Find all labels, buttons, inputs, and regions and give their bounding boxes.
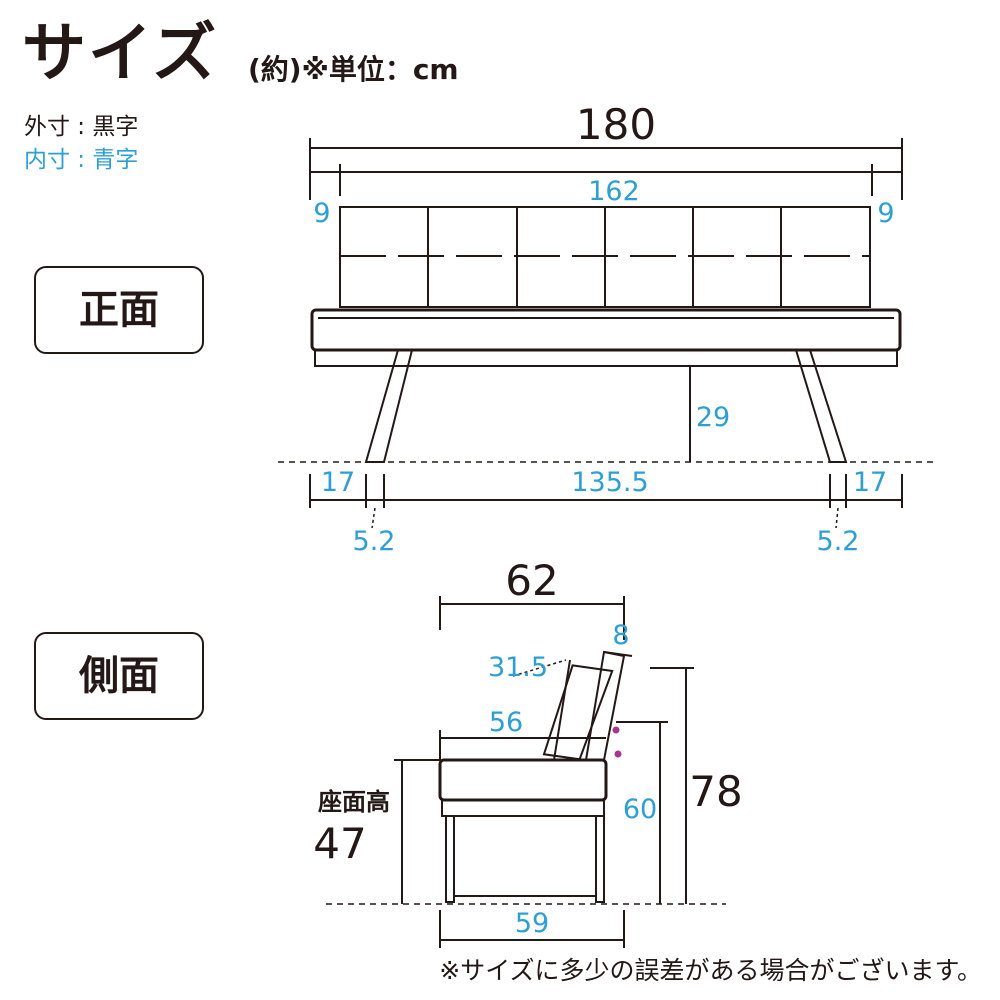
unit-note: (約)※単位：cm — [248, 53, 459, 86]
side-view-drawing — [326, 596, 726, 948]
front-right-leg — [794, 349, 848, 463]
dim-total-width: 180 — [576, 100, 656, 149]
dim-right-leg: 5.2 — [817, 526, 860, 557]
dim-right-side: 9 — [877, 198, 894, 229]
side-view-label: 側面 — [34, 632, 204, 720]
side-front-leg — [445, 815, 455, 903]
front-leg-leader-right — [835, 507, 839, 529]
dim-left-leg: 5.2 — [353, 526, 396, 557]
side-bolt-markers — [612, 726, 622, 758]
dim-inner-width: 162 — [588, 176, 640, 207]
side-seat-frame — [441, 799, 605, 817]
dim-back-thickness: 8 — [612, 620, 629, 651]
side-rear-leg — [595, 815, 605, 903]
front-view-drawing — [278, 138, 938, 529]
dim-left-side: 9 — [313, 198, 330, 229]
front-view-label: 正面 — [34, 266, 204, 354]
bolt-icon — [614, 750, 622, 758]
dim-seat-height: 47 — [313, 819, 366, 868]
front-seat-frame — [314, 349, 898, 367]
bolt-icon — [612, 726, 620, 734]
dim-leg-depth: 59 — [515, 908, 549, 939]
dim-leg-clearance: 29 — [696, 402, 730, 433]
footnote: ※サイズに多少の誤差がある場合がございます。 — [439, 956, 982, 985]
dim-depth: 62 — [505, 556, 558, 605]
legend-outer: 外寸 : 黒字 — [24, 114, 139, 140]
dim-right-offset: 17 — [853, 467, 887, 498]
front-seat-cushion — [310, 308, 902, 352]
side-back-height-dim-line — [553, 659, 571, 761]
dim-leg-span: 135.5 — [571, 467, 648, 498]
side-backrest-cushion — [542, 664, 614, 761]
side-back-thickness-dim — [603, 651, 633, 657]
legend-inner: 内寸 : 青字 — [24, 147, 139, 173]
dim-seat-depth: 56 — [489, 707, 523, 738]
page-title: サイズ — [22, 17, 219, 91]
dim-back-height: 31.5 — [488, 652, 548, 683]
front-leg-leader-left — [371, 507, 376, 529]
dim-total-height: 78 — [689, 767, 742, 816]
front-left-leg — [364, 349, 414, 463]
side-seat-cushion — [438, 758, 608, 802]
dim-left-offset: 17 — [321, 467, 355, 498]
seat-height-label: 座面高 — [318, 788, 390, 816]
dim-armrest-height: 60 — [623, 794, 657, 825]
